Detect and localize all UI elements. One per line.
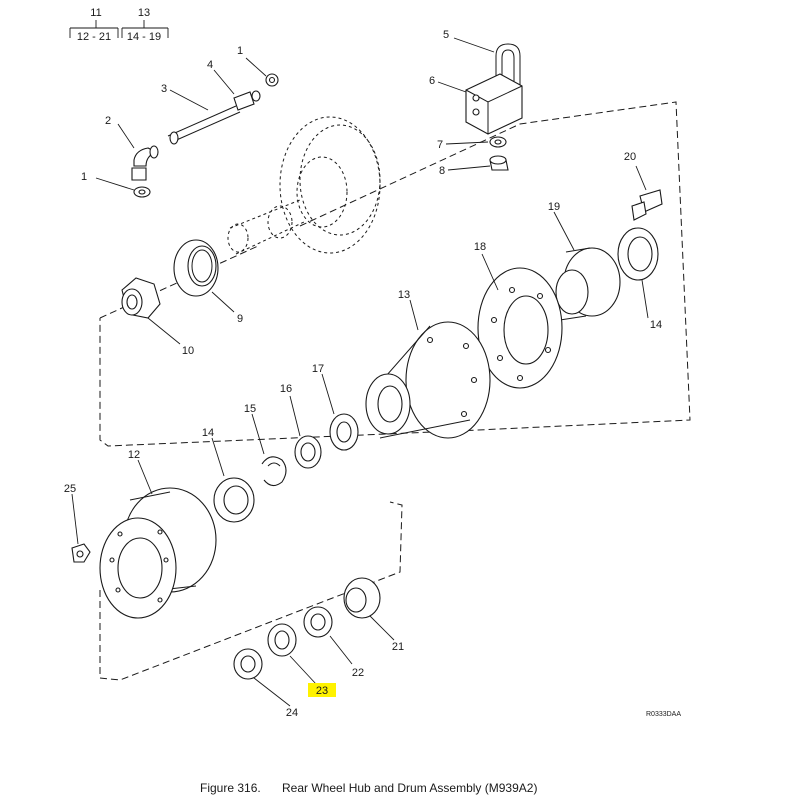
callout-12: 12 bbox=[128, 449, 140, 461]
callout-6: 6 bbox=[429, 75, 435, 87]
bracket-11-range: 12 - 21 bbox=[77, 31, 111, 43]
figure-title: Rear Wheel Hub and Drum Assembly (M939A2… bbox=[282, 781, 537, 795]
bracket-11: 11 12 - 21 bbox=[69, 7, 119, 43]
callout-1-top: 1 bbox=[237, 45, 243, 57]
lock-washer-23 bbox=[267, 623, 297, 657]
callout-22: 22 bbox=[352, 667, 364, 679]
callout-10: 10 bbox=[182, 345, 194, 357]
callout-5: 5 bbox=[443, 29, 449, 41]
callout-1-left: 1 bbox=[81, 171, 87, 183]
fitting-4 bbox=[233, 90, 261, 111]
nut-22 bbox=[303, 606, 333, 638]
nut-8 bbox=[489, 155, 509, 171]
bracket-13-range: 14 - 19 bbox=[127, 31, 161, 43]
callout-21: 21 bbox=[392, 641, 404, 653]
callout-8: 8 bbox=[439, 165, 445, 177]
bearing-cone-10 bbox=[121, 277, 161, 319]
callout-14-lower: 14 bbox=[202, 427, 214, 439]
bearing-21 bbox=[343, 577, 381, 619]
callout-20: 20 bbox=[624, 151, 636, 163]
callout-24: 24 bbox=[286, 707, 298, 719]
tube-3 bbox=[167, 105, 241, 145]
brake-drum-12 bbox=[99, 487, 217, 619]
bearing-cone-16 bbox=[294, 435, 322, 469]
seal-9 bbox=[173, 239, 219, 297]
nut-25 bbox=[71, 543, 91, 563]
bracket-11-number: 11 bbox=[90, 7, 101, 19]
callout-16: 16 bbox=[280, 383, 292, 395]
callouts: 1 1 2 3 4 5 6 7 8 9 10 12 13 14 14 15 16… bbox=[64, 29, 662, 719]
u-bolt-5 bbox=[495, 43, 521, 92]
leader-lines bbox=[71, 37, 649, 707]
seal-14-upper bbox=[617, 227, 659, 281]
callout-2: 2 bbox=[105, 115, 111, 127]
callout-23: 23 bbox=[316, 685, 328, 697]
callout-14-upper: 14 bbox=[650, 319, 662, 331]
callout-3: 3 bbox=[161, 83, 167, 95]
seal-14-lower bbox=[213, 477, 255, 523]
bracket-6 bbox=[465, 73, 523, 135]
callout-9: 9 bbox=[237, 313, 243, 325]
spindle-phantom bbox=[227, 116, 381, 255]
figure-number: Figure 316. bbox=[200, 781, 261, 795]
bracket-13-number: 13 bbox=[138, 7, 150, 19]
callout-7: 7 bbox=[437, 139, 443, 151]
snap-ring-15 bbox=[261, 456, 287, 487]
elbow-fitting-2 bbox=[131, 145, 159, 181]
callout-25: 25 bbox=[64, 483, 76, 495]
bracket-13: 13 14 - 19 bbox=[121, 7, 169, 43]
callout-15: 15 bbox=[244, 403, 256, 415]
hub-13 bbox=[365, 321, 491, 439]
assembly-boundary-lower bbox=[99, 501, 403, 681]
callout-4: 4 bbox=[207, 59, 213, 71]
bolt-20 bbox=[631, 189, 663, 221]
callout-13: 13 bbox=[398, 289, 410, 301]
callout-23-highlight bbox=[308, 683, 336, 697]
callout-18: 18 bbox=[474, 241, 486, 253]
nut-24 bbox=[233, 648, 263, 680]
callout-19: 19 bbox=[548, 201, 560, 213]
callout-17: 17 bbox=[312, 363, 324, 375]
gear-19 bbox=[555, 247, 621, 321]
drawing-code: R0333DAA bbox=[646, 711, 681, 718]
bearing-cup-17 bbox=[329, 413, 359, 451]
flange-18 bbox=[477, 267, 563, 389]
